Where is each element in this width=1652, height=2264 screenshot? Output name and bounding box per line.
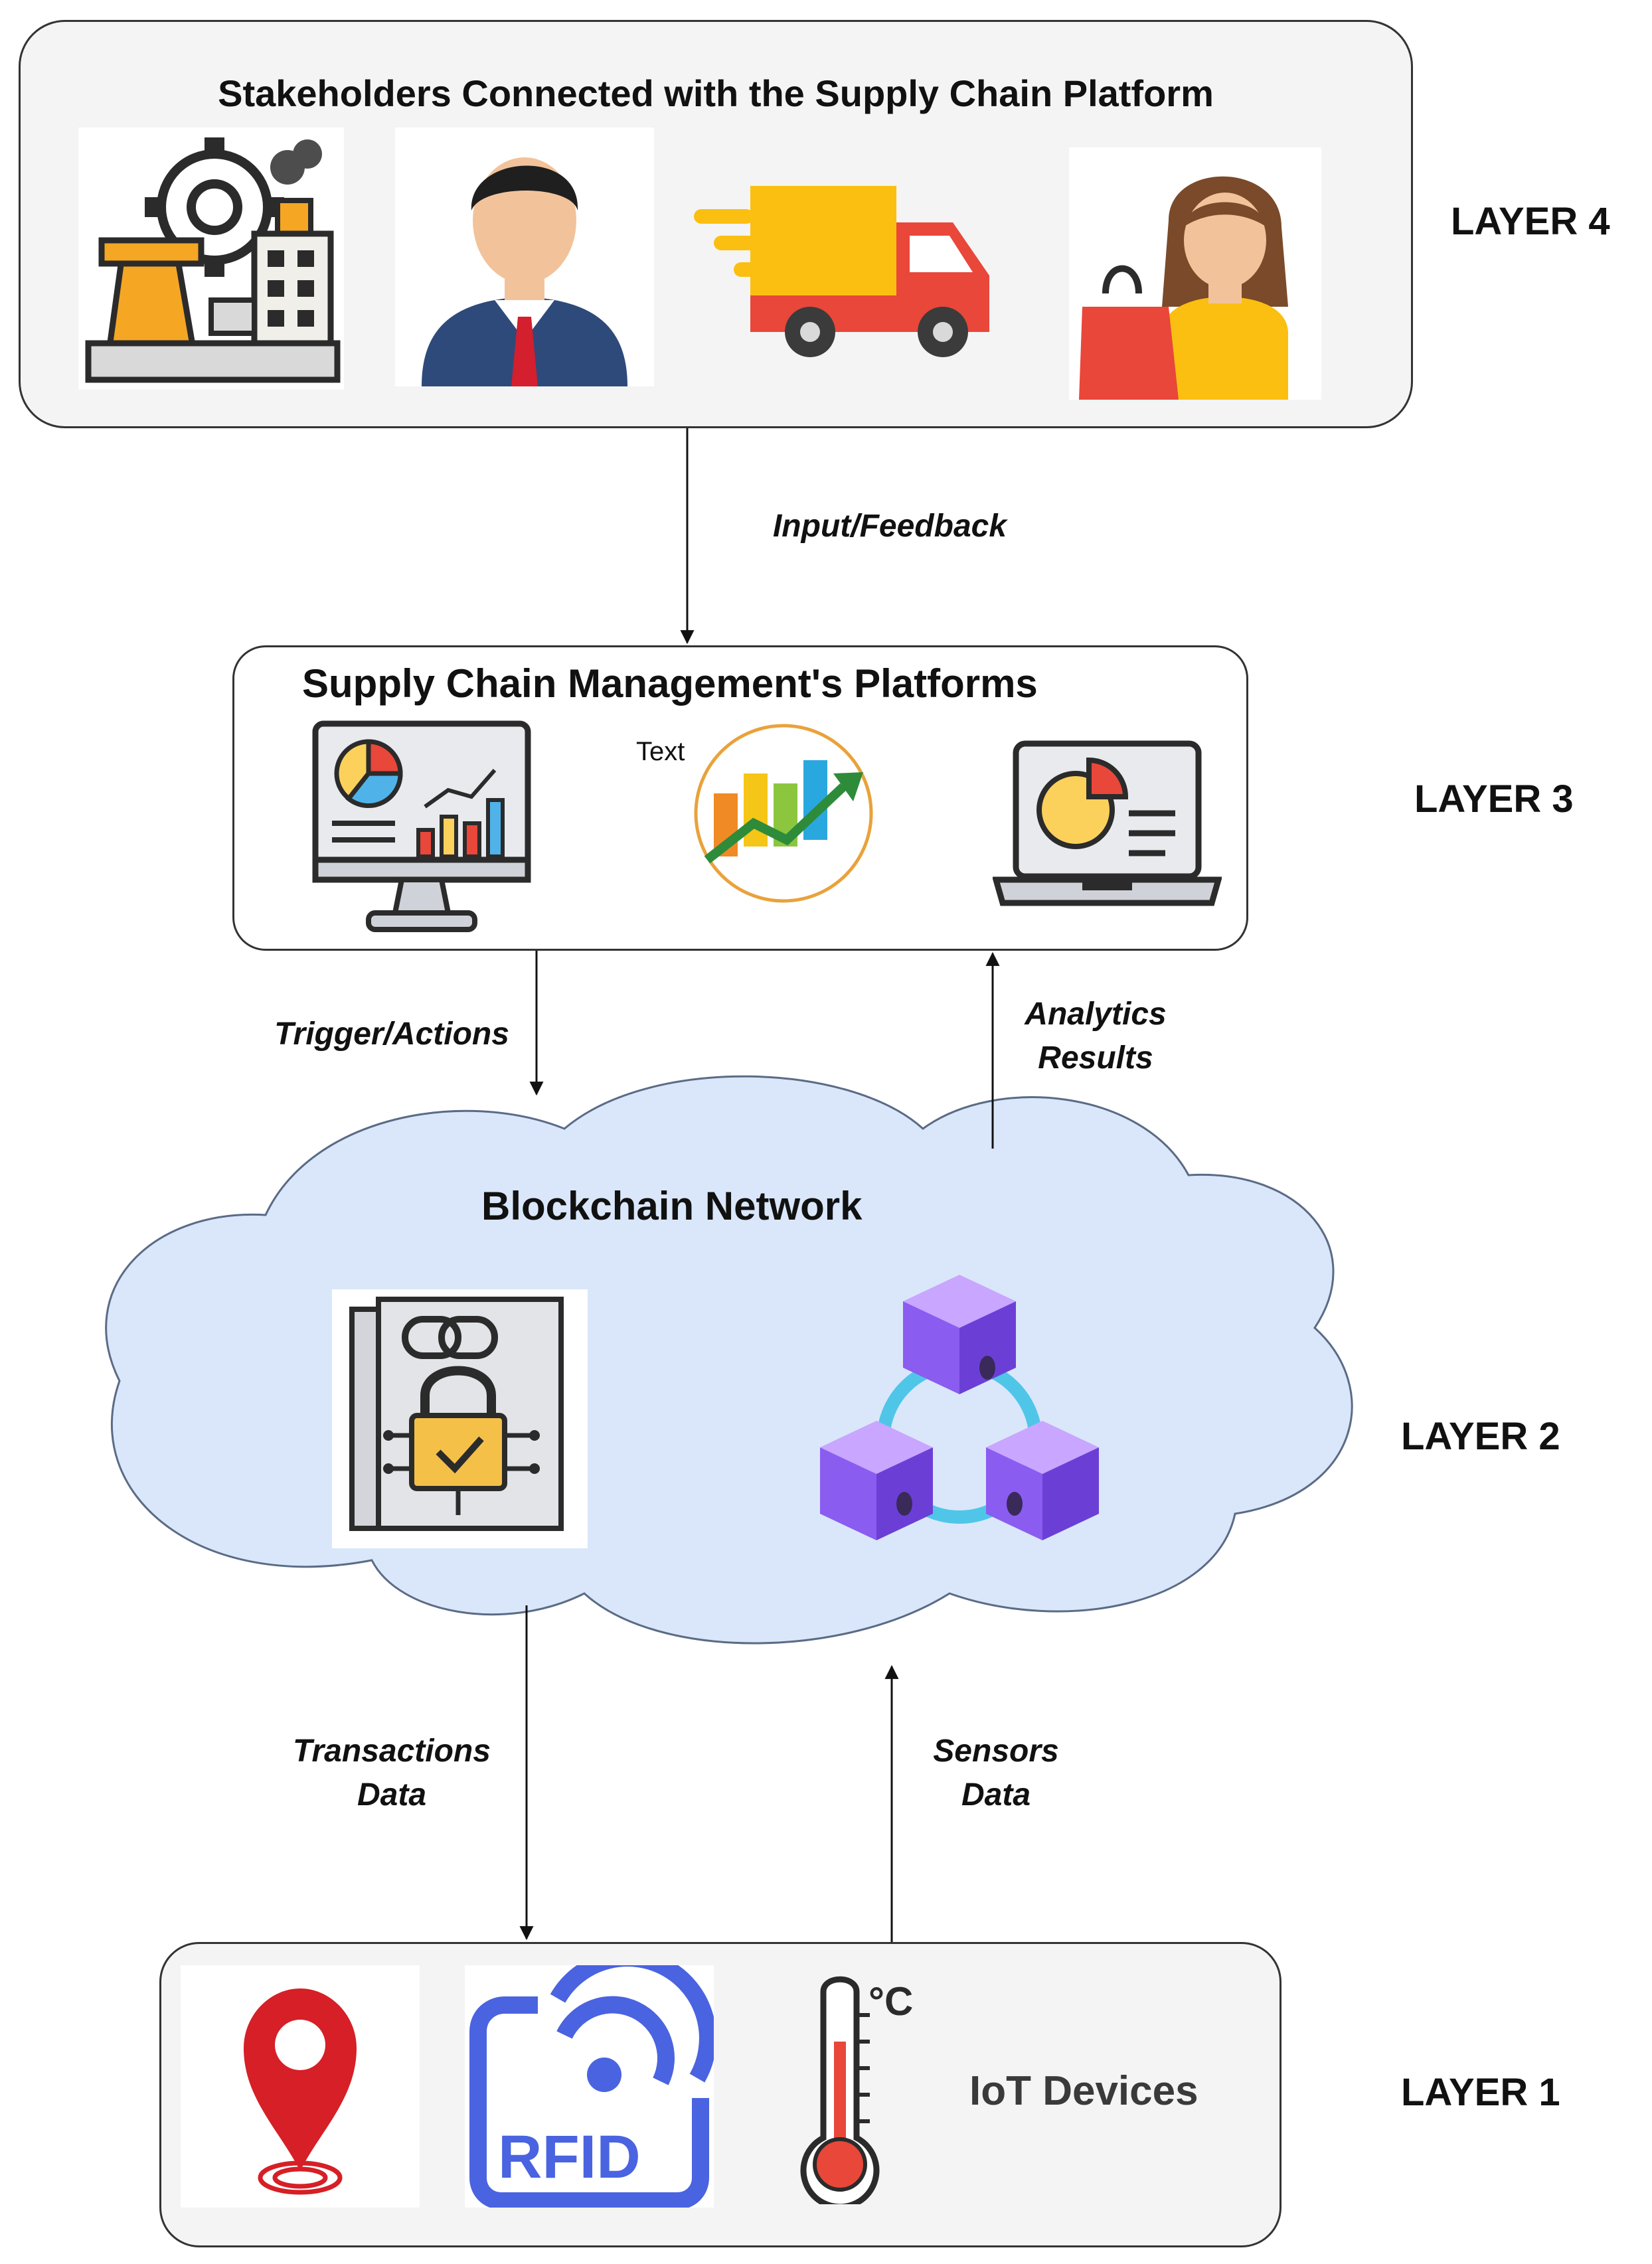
iot-devices-title: IoT Devices	[969, 2068, 1198, 2114]
trigger-actions-label: Trigger/Actions	[274, 1016, 509, 1052]
transactions-data-label: Transactions Data	[252, 1730, 531, 1817]
smart-contract-icon	[332, 1289, 588, 1548]
factory-icon	[78, 127, 344, 390]
businessman-icon	[395, 127, 654, 386]
layer-2-label: LAYER 2	[1401, 1415, 1560, 1458]
growth-chart-icon	[694, 724, 873, 903]
delivery-truck-icon	[694, 186, 989, 357]
rfid-icon: RFID	[465, 1965, 714, 2208]
sensors-data-label: Sensors Data	[876, 1730, 1115, 1817]
platforms-title: Supply Chain Management's Platforms	[302, 661, 1038, 706]
layer-3-label: LAYER 3	[1414, 777, 1574, 821]
layer-1-label: LAYER 1	[1401, 2071, 1560, 2114]
blockchain-blocks-icon	[820, 1275, 1099, 1540]
layer-4-label: LAYER 4	[1451, 200, 1610, 243]
sensors-line-1: Sensors	[933, 1734, 1059, 1769]
transactions-line-2: Data	[357, 1777, 427, 1813]
sensors-line-2: Data	[961, 1777, 1031, 1813]
celsius-unit: °C	[868, 1979, 913, 2024]
location-pin-icon	[181, 1965, 420, 2208]
thermometer-icon: °C	[800, 1976, 913, 2204]
blockchain-title: Blockchain Network	[481, 1184, 863, 1228]
analytics-line-1: Analytics	[1025, 997, 1167, 1032]
analytics-results-label: Analytics Results	[976, 993, 1215, 1080]
transactions-line-1: Transactions	[293, 1734, 491, 1769]
analytics-line-2: Results	[1038, 1040, 1153, 1076]
analytics-monitor-icon	[312, 720, 531, 932]
input-feedback-label: Input/Feedback	[772, 509, 1007, 544]
text-label: Text	[636, 737, 685, 766]
rfid-text: RFID	[498, 2123, 641, 2191]
laptop-report-icon	[993, 740, 1222, 906]
stakeholders-title: Stakeholders Connected with the Supply C…	[218, 72, 1214, 114]
shopper-icon	[1069, 147, 1321, 400]
